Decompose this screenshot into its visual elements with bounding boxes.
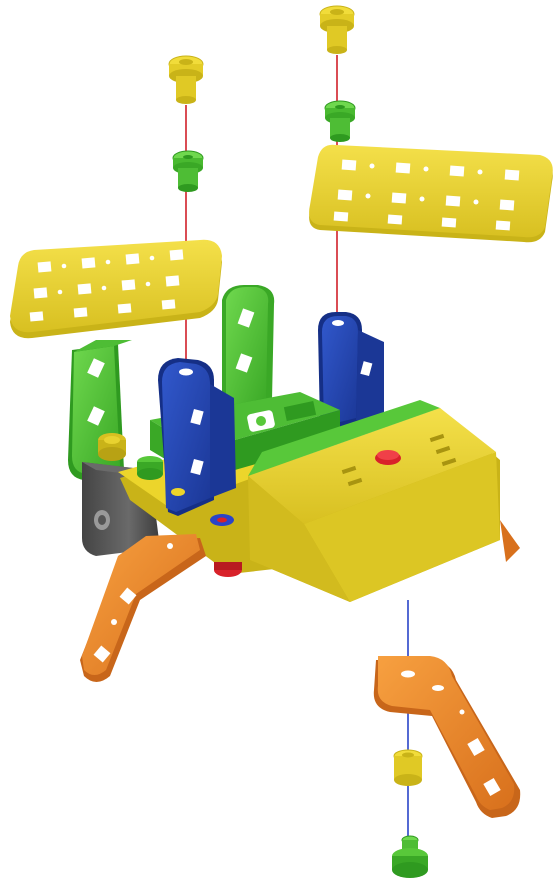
yellow-plate-right [309, 145, 553, 243]
green-spacer-left [173, 151, 203, 192]
yellow-screw-right [320, 6, 354, 54]
orange-leg-right [374, 656, 520, 818]
yellow-screw-left [169, 56, 203, 104]
yellow-plate-left [10, 240, 222, 338]
green-bracket-center [222, 285, 274, 410]
green-bracket-left [68, 340, 132, 480]
orange-leg-left [80, 534, 206, 682]
yellow-screw-bottom [394, 750, 422, 786]
green-spacer-right [325, 101, 355, 142]
green-spacer-bottom [392, 836, 428, 878]
